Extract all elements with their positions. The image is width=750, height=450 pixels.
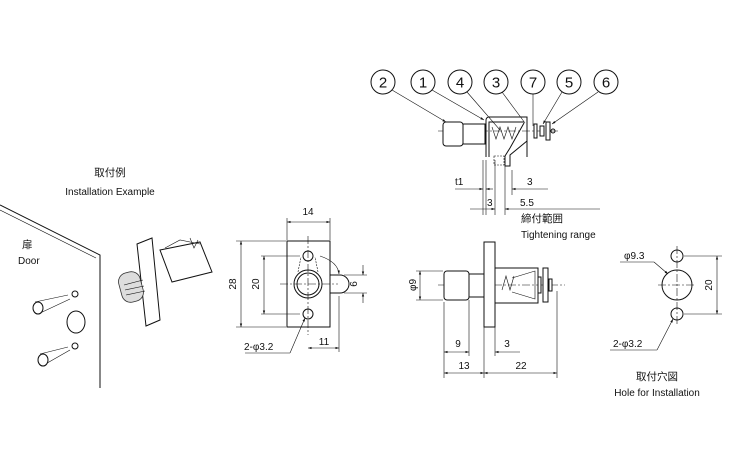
- callout-5: 5: [542, 69, 582, 125]
- callout-1: 1: [410, 69, 485, 121]
- latch-side-view-top: t1 3 3 5.5 締付範囲 Tightening range: [438, 116, 600, 241]
- dim-3: 3: [487, 198, 493, 209]
- door-panel: [0, 204, 101, 388]
- callout-label: 1: [419, 75, 427, 92]
- door-section: [483, 241, 496, 328]
- part-callouts: 2 1 4 3 7 5 6: [370, 69, 619, 131]
- installation-example-title-en: Installation Example: [65, 187, 155, 198]
- callout-label: 6: [602, 75, 610, 92]
- dim-center-hole: φ9.3: [624, 251, 645, 262]
- dim-knob: 9: [455, 339, 461, 350]
- screw-icon: [37, 353, 49, 367]
- callout-7: 7: [520, 69, 546, 126]
- tightening-range-en: Tightening range: [521, 230, 596, 241]
- hole-for-installation: φ9.3 20 2-φ3.2 取付穴図 Hole for Installatio…: [610, 246, 722, 399]
- dim-mount-holes: 2-φ3.2: [613, 339, 643, 350]
- dim-hole-pitch: 20: [251, 278, 262, 290]
- dim-t1: t1: [455, 177, 464, 188]
- dim-back: 22: [515, 361, 527, 372]
- dim-width: 14: [302, 207, 314, 218]
- callout-label: 2: [379, 75, 387, 92]
- callout-label: 4: [456, 75, 464, 92]
- hole-title-jp: 取付穴図: [636, 370, 678, 383]
- callout-6: 6: [551, 69, 619, 125]
- door-label-en: Door: [18, 256, 40, 267]
- installation-example-title-jp: 取付例: [94, 166, 126, 179]
- door-hole: [66, 310, 86, 334]
- latch-front-view: 14 28 20 6 11 2-φ3.2: [228, 207, 367, 354]
- dim-5-5: 5.5: [520, 198, 534, 209]
- hole-title-en: Hole for Installation: [614, 388, 700, 399]
- callout-label: 7: [529, 75, 537, 92]
- latch-flange: [136, 237, 161, 327]
- screw-icon: [32, 301, 44, 315]
- dim-front: 13: [458, 361, 470, 372]
- dim-height: 28: [228, 278, 239, 290]
- dim-mount-holes: 2-φ3.2: [244, 342, 274, 353]
- door-label-jp: 扉: [22, 238, 33, 251]
- callout-label: 3: [492, 75, 500, 92]
- tightening-range-jp: 締付範囲: [521, 212, 563, 225]
- dim-hole-pitch: 20: [704, 279, 715, 291]
- dim-offset: 11: [319, 337, 330, 348]
- callout-4: 4: [447, 69, 501, 131]
- latch-knob: [118, 271, 144, 303]
- dim-flange: 3: [504, 339, 510, 350]
- dim-3: 3: [527, 177, 533, 188]
- installation-example: 取付例 Installation Example 扉 Door: [0, 166, 213, 388]
- dim-diameter: φ9: [408, 279, 419, 291]
- dim-latch: 6: [349, 281, 360, 287]
- callout-3: 3: [483, 69, 526, 124]
- latch-side-view: φ9 9 3 13 22: [408, 241, 565, 378]
- callout-2: 2: [370, 69, 447, 123]
- callout-label: 5: [565, 75, 573, 92]
